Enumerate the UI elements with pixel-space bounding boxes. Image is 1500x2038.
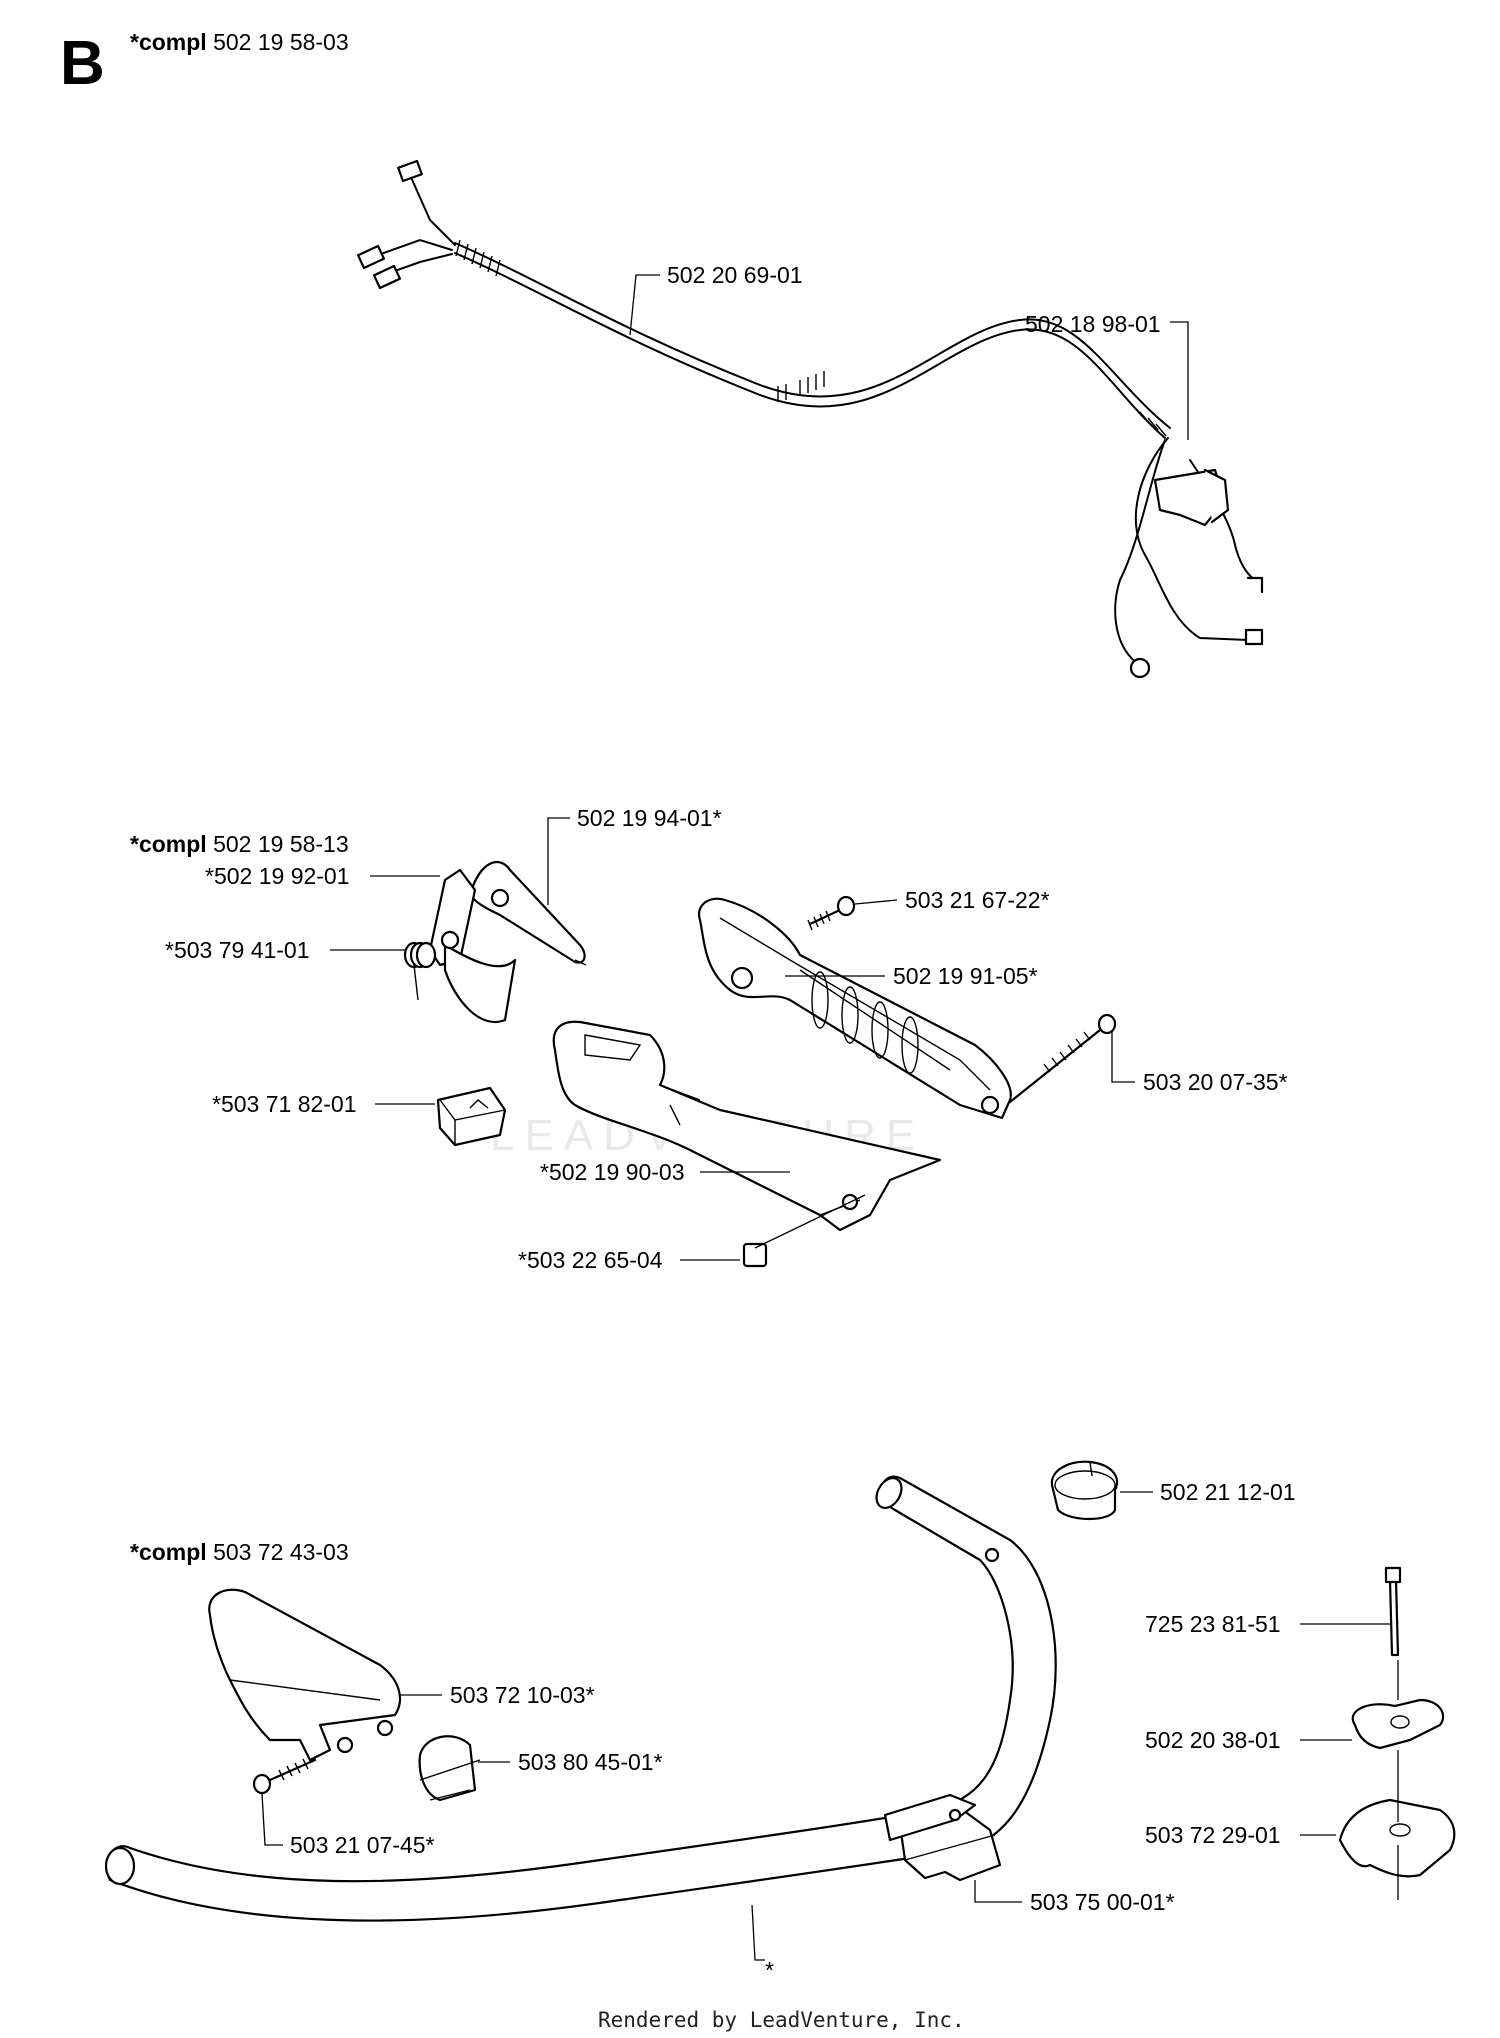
throttle-lever-icon (468, 860, 587, 966)
part-label-725-23-81-51: 725 23 81-51 (1145, 1611, 1281, 1637)
part-label-503-72-10-03: 503 72 10-03* (450, 1682, 595, 1708)
handle-half-icon (552, 1020, 942, 1232)
part-label-503-21-67-22: 503 21 67-22* (905, 887, 1050, 913)
bushing-icon (1050, 1460, 1118, 1520)
part-label-503-72-29-01: 503 72 29-01 (1145, 1822, 1281, 1848)
section-letter: B (60, 29, 105, 98)
part-label-502-20-38-01: 502 20 38-01 (1145, 1727, 1281, 1753)
part-label-503-71-82-01: *503 71 82-01 (212, 1091, 357, 1117)
handle-grip-icon (208, 1588, 402, 1762)
handle-half-icon (697, 897, 1012, 1120)
screw-icon (252, 1758, 317, 1795)
part-label-502-19-91-05: 502 19 91-05* (893, 963, 1038, 989)
assembly-label-2: *compl 502 19 58-13 (130, 831, 349, 857)
knob-icon (1351, 1660, 1445, 1750)
switch-wire-icon (1114, 437, 1264, 679)
part-label-handlebar: * (765, 1957, 774, 1983)
assembly-label-1: *compl 502 19 58-03 (130, 29, 349, 55)
part-label-503-20-07-35: 503 20 07-35* (1143, 1069, 1288, 1095)
part-label-503-79-41-01: *503 79 41-01 (165, 937, 310, 963)
nut-icon (742, 1194, 866, 1268)
spring-icon (403, 941, 437, 1001)
stop-switch-icon (436, 1086, 507, 1147)
part-label-503-75-00-01: 503 75 00-01* (1030, 1889, 1175, 1915)
bracket-icon (1338, 1750, 1456, 1900)
screw-icon (1008, 1013, 1117, 1104)
part-label-503-21-07-45: 503 21 07-45* (290, 1832, 435, 1858)
handle-clamp-icon (883, 1793, 1002, 1882)
clamp-icon (418, 1735, 481, 1802)
part-label-502-19-94-01: 502 19 94-01* (577, 805, 722, 831)
part-label-502-19-90-03: *502 19 90-03 (540, 1159, 685, 1185)
part-label-502-21-12-01: 502 21 12-01 (1160, 1479, 1296, 1505)
part-label-503-22-65-04: *503 22 65-04 (518, 1247, 663, 1273)
part-label-502-19-92-01: *502 19 92-01 (205, 863, 350, 889)
part-label-502-20-69-01: 502 20 69-01 (667, 262, 803, 288)
handlebar-icon (104, 1475, 1057, 1922)
footer-credit: Rendered by LeadVenture, Inc. (598, 2008, 965, 2032)
bolt-icon (1384, 1566, 1402, 1657)
screw-icon (807, 895, 856, 931)
assembly-label-3: *compl 503 72 43-03 (130, 1539, 349, 1565)
cable-harness-icon (356, 159, 1171, 439)
part-label-502-18-98-01: 502 18 98-01 (1025, 311, 1161, 337)
part-label-503-80-45-01: 503 80 45-01* (518, 1749, 663, 1775)
